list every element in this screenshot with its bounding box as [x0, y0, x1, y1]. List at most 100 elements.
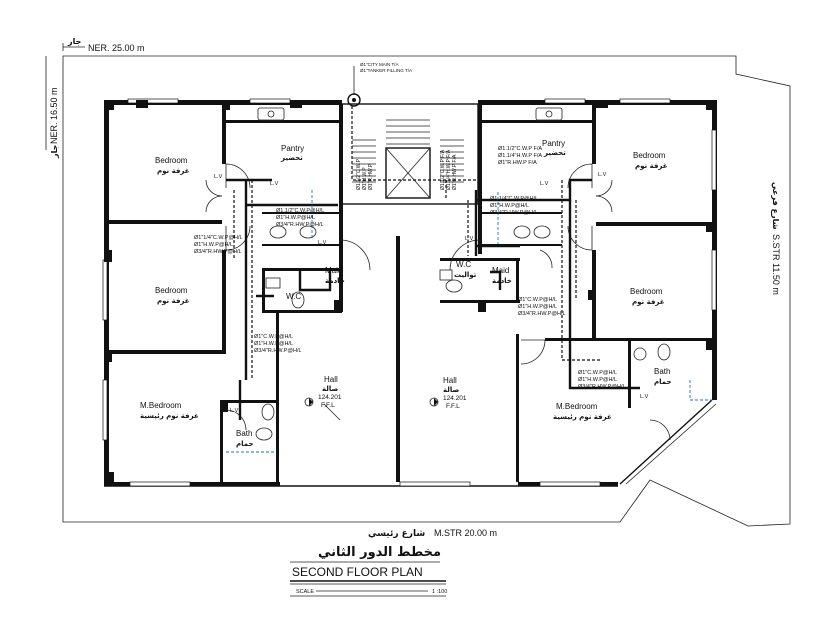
right-level-label: F.F.L: [446, 403, 460, 410]
pipe-note: Ø1"C.W.P@H/L: [578, 370, 617, 376]
left-bath-label: Bath: [236, 429, 252, 438]
pipe-note: Ø1"H.W.P@H/L: [490, 203, 529, 209]
neighbor-left-dimension: NER. 16.50 m: [49, 87, 59, 144]
right-bedroom-1-label: Bedroom: [633, 151, 666, 160]
fixtures: [255, 93, 671, 441]
valve-label: L.V: [540, 181, 549, 187]
left-mbedroom-arabic: غرفة نوم رئيسية: [140, 412, 199, 420]
hot-water-lines: [226, 190, 712, 453]
pipe-note: Ø1"H.W.P@H/L: [254, 341, 293, 347]
pipe-note: Ø3/4"R.HW.P@H/L: [194, 249, 242, 255]
valve-label: L.V: [214, 174, 223, 180]
valve-label: L.V: [640, 394, 649, 400]
pipe-note: Ø3/4"R.HW.P@H/L: [276, 222, 324, 228]
pipe-note: Ø1.1/2"C.W.P F/A: [440, 149, 446, 190]
left-level-value: 124.201: [318, 394, 342, 401]
inner-walls-left: [106, 104, 400, 482]
pipe-note: Ø1"H.W.P@H/L: [578, 377, 617, 383]
columns: [104, 100, 716, 484]
side-street-arabic: شارع فرعي: [771, 182, 780, 230]
pipe-note: Ø1.1/2"C.W.P F/A: [498, 146, 542, 152]
side-street-dimension: S.STR 11.50 m: [771, 234, 781, 295]
left-bath-arabic: حمام: [236, 440, 254, 448]
neighbor-top-arabic: جار: [67, 37, 82, 46]
left-pantry-arabic: تحضير: [280, 154, 303, 162]
outer-walls: [104, 100, 717, 487]
pipe-note: Ø1"C.W.P@H/L: [254, 334, 293, 340]
pipe-note: Ø1.1/4"H.W.P F/A: [446, 149, 452, 190]
valve-label: L.V: [318, 240, 327, 246]
neighbor-left-arabic: جار: [50, 144, 59, 159]
right-maid-label: Maid: [492, 266, 509, 275]
valve-label: L.V: [230, 408, 239, 414]
valve-label: L.V: [270, 181, 279, 187]
supply-note: Ø1"TANKER FILLING T/A: [360, 68, 412, 73]
left-maid-label: Maid: [325, 266, 342, 275]
pipe-notes: Ø1.1/2"C.W.P@H/L Ø1"H.W.P@H/L Ø3/4"R.HW.…: [194, 146, 626, 390]
scale-value: 1 :100: [432, 589, 447, 595]
right-pantry-arabic: تحضير: [543, 149, 566, 157]
staircase-core: [339, 103, 481, 271]
site-boundary: [62, 55, 791, 527]
pipe-note: Ø1.1/4"H.W.P F/A: [498, 153, 542, 159]
pipe-note: Ø1"R.HW.P F/A: [498, 160, 537, 166]
right-bedroom-1-arabic: غرفة نوم: [635, 162, 668, 170]
pipe-note: Ø3/4"R.HW.P@H/L: [490, 210, 538, 216]
left-wc-label: W.C: [286, 292, 301, 301]
valve-label: L.V: [465, 236, 474, 242]
main-street-arabic: شارع رئيسي: [368, 529, 425, 539]
right-level-value: 124.201: [443, 395, 467, 402]
pipe-note: Ø1.1/2"C.W.P@H/L: [276, 208, 324, 214]
valve-label: L.V: [598, 172, 607, 178]
right-pantry-label: Pantry: [542, 139, 565, 148]
left-bedroom-2-label: Bedroom: [155, 286, 188, 295]
scale-label: SCALE: [296, 589, 314, 595]
plumbing-lines: [226, 106, 640, 421]
room-labels: Bedroom غرفة نوم Pantry تحضير Bedroom غر…: [140, 139, 672, 448]
pipe-note: Ø1.1/4"C.W.P@H/L: [490, 196, 538, 202]
pipe-note: Ø1"C.W.P@H/L: [518, 297, 557, 303]
pipe-note: Ø1.1/2"C.W.P: [356, 158, 362, 190]
right-bedroom-2-label: Bedroom: [630, 287, 663, 296]
windows: [102, 98, 717, 487]
pipe-note: Ø3/4"R.HW.P@H/L: [578, 384, 626, 390]
pipe-note: Ø1"R.HW.P: [368, 163, 374, 190]
right-mbedroom-arabic: غرفة نوم رئيسية: [553, 413, 612, 421]
left-level-label: F.F.L: [321, 402, 335, 409]
pipe-note: Ø3/4"R.HW.P@H/L: [254, 348, 302, 354]
left-bedroom-2-arabic: غرفة نوم: [157, 297, 190, 305]
level-markers: [304, 397, 439, 407]
inner-walls-right: [440, 104, 715, 482]
right-hall-arabic: صالة: [443, 386, 460, 394]
left-pantry-label: Pantry: [281, 144, 304, 153]
valve-labels: L.V L.V L.V L.V L.V L.V L.V L.V: [214, 172, 649, 414]
title-english: SECOND FLOOR PLAN: [292, 565, 423, 579]
pipe-note: Ø1"H.W.P@H/L: [276, 215, 315, 221]
pipe-note: Ø1"H.W.P@H/L: [518, 304, 557, 310]
left-maid-arabic: خادمة: [325, 277, 345, 285]
neighbor-top-dimension: NER. 25.00 m: [88, 43, 145, 53]
left-bedroom-1-arabic: غرفة نوم: [157, 167, 190, 175]
right-bedroom-2-arabic: غرفة نوم: [632, 298, 665, 306]
left-bedroom-1-label: Bedroom: [155, 156, 188, 165]
left-hall-arabic: صالة: [322, 385, 339, 393]
dimension-marks: [45, 43, 85, 150]
right-bath-arabic: حمام: [654, 378, 672, 386]
left-mbedroom-label: M.Bedroom: [140, 401, 182, 410]
pipe-note: Ø1"1/4"C.W.P@H/L: [194, 235, 243, 241]
right-bath-label: Bath: [654, 367, 670, 376]
pipe-note: Ø3/4"R.HW.P@H/L: [518, 311, 566, 317]
right-hall-label: Hall: [443, 376, 457, 385]
pipe-note: Ø1"H.W.P@H/L: [194, 242, 233, 248]
right-maid-arabic: خادمة: [492, 277, 512, 285]
right-wc-arabic: تواليت: [454, 271, 477, 279]
right-wc-label: W.C: [456, 260, 471, 269]
pipe-note: Ø1"H.W.P: [362, 167, 368, 190]
main-street-dimension: M.STR 20.00 m: [434, 528, 497, 538]
supply-notes: Ø1"CITY MAIN T/A Ø1"TANKER FILLING T/A: [353, 62, 412, 94]
right-mbedroom-label: M.Bedroom: [556, 402, 598, 411]
pipe-note: Ø1"R.HW.P F/A: [452, 154, 458, 190]
left-hall-label: Hall: [324, 375, 338, 384]
supply-note: Ø1"CITY MAIN T/A: [360, 62, 398, 67]
